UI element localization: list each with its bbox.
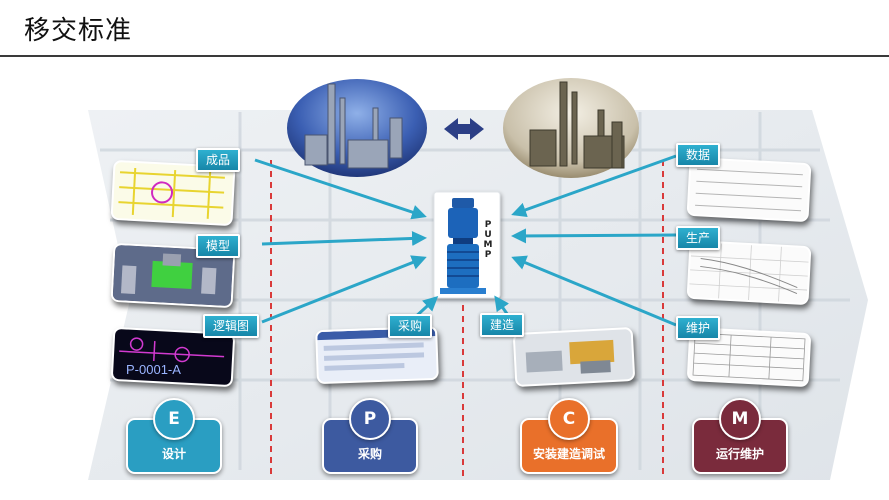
- label-shengchan: 生产: [676, 226, 721, 250]
- pump-letter: P: [484, 250, 492, 260]
- phase-box-construction: C 安装建造调试: [520, 398, 618, 474]
- phase-name-operation: 运行维护: [715, 447, 764, 461]
- double-arrow-icon: [444, 118, 484, 140]
- cad-drawing-art: [118, 167, 225, 219]
- phase-name-construction: 安装建造调试: [532, 447, 605, 461]
- label-jianzao: 建造: [480, 313, 525, 337]
- phase-letter-c: C: [548, 398, 590, 440]
- phase-letter-p: P: [349, 398, 391, 440]
- title-divider: [0, 55, 889, 57]
- phase-box-operation: M 运行维护: [692, 398, 788, 474]
- drawing-tag: P-0001-A: [126, 362, 181, 377]
- arrow-shuju: [511, 154, 677, 218]
- refinery-photo-right: [503, 78, 639, 178]
- arrow-shengchan: [511, 228, 677, 244]
- phase-box-procurement: P 采购: [322, 398, 418, 474]
- phase-letter-e: E: [153, 398, 195, 440]
- phase-name-design: 设计: [161, 447, 186, 461]
- data-sheet-thumbnail: [686, 156, 812, 223]
- refinery-photo-left: [287, 79, 427, 177]
- logic-diagram-thumbnail: [110, 326, 236, 388]
- maintenance-table-thumbnail: [686, 326, 812, 388]
- pump-letter: P: [484, 220, 492, 230]
- pump-letters: P U M P: [482, 220, 494, 260]
- pump-letter: U: [484, 230, 492, 240]
- 3d-model-thumbnail: [110, 242, 236, 309]
- label-shuju: 数据: [676, 143, 721, 167]
- logic-diagram-art: [119, 337, 225, 363]
- pump-image: [433, 191, 501, 299]
- cad-drawing-thumbnail: [110, 159, 236, 227]
- phase-name-procurement: 采购: [357, 447, 382, 461]
- label-weihu: 维护: [676, 316, 721, 340]
- arrow-weihu: [511, 255, 677, 327]
- label-luojitu: 逻辑图: [203, 314, 260, 338]
- phase-letter-m: M: [719, 398, 761, 440]
- maintenance-table-art: [692, 332, 806, 382]
- phase-box-design: E 设计: [126, 398, 222, 474]
- pump-letter: M: [483, 240, 493, 250]
- 3d-model-art: [112, 244, 234, 307]
- label-moxing: 模型: [196, 234, 241, 258]
- label-chengpin: 成品: [196, 148, 241, 172]
- construction-model-art: [525, 339, 615, 374]
- production-curve-thumbnail: [686, 239, 812, 306]
- page-title: 移交标准: [24, 16, 133, 46]
- arrow-luojitu: [261, 255, 427, 324]
- construction-model-thumbnail: [512, 326, 636, 388]
- arrow-moxing: [261, 230, 427, 246]
- production-curve-art: [689, 243, 809, 302]
- data-sheet-art: [695, 168, 803, 212]
- arrow-chengpin: [254, 158, 427, 220]
- label-caigou: 采购: [388, 314, 433, 338]
